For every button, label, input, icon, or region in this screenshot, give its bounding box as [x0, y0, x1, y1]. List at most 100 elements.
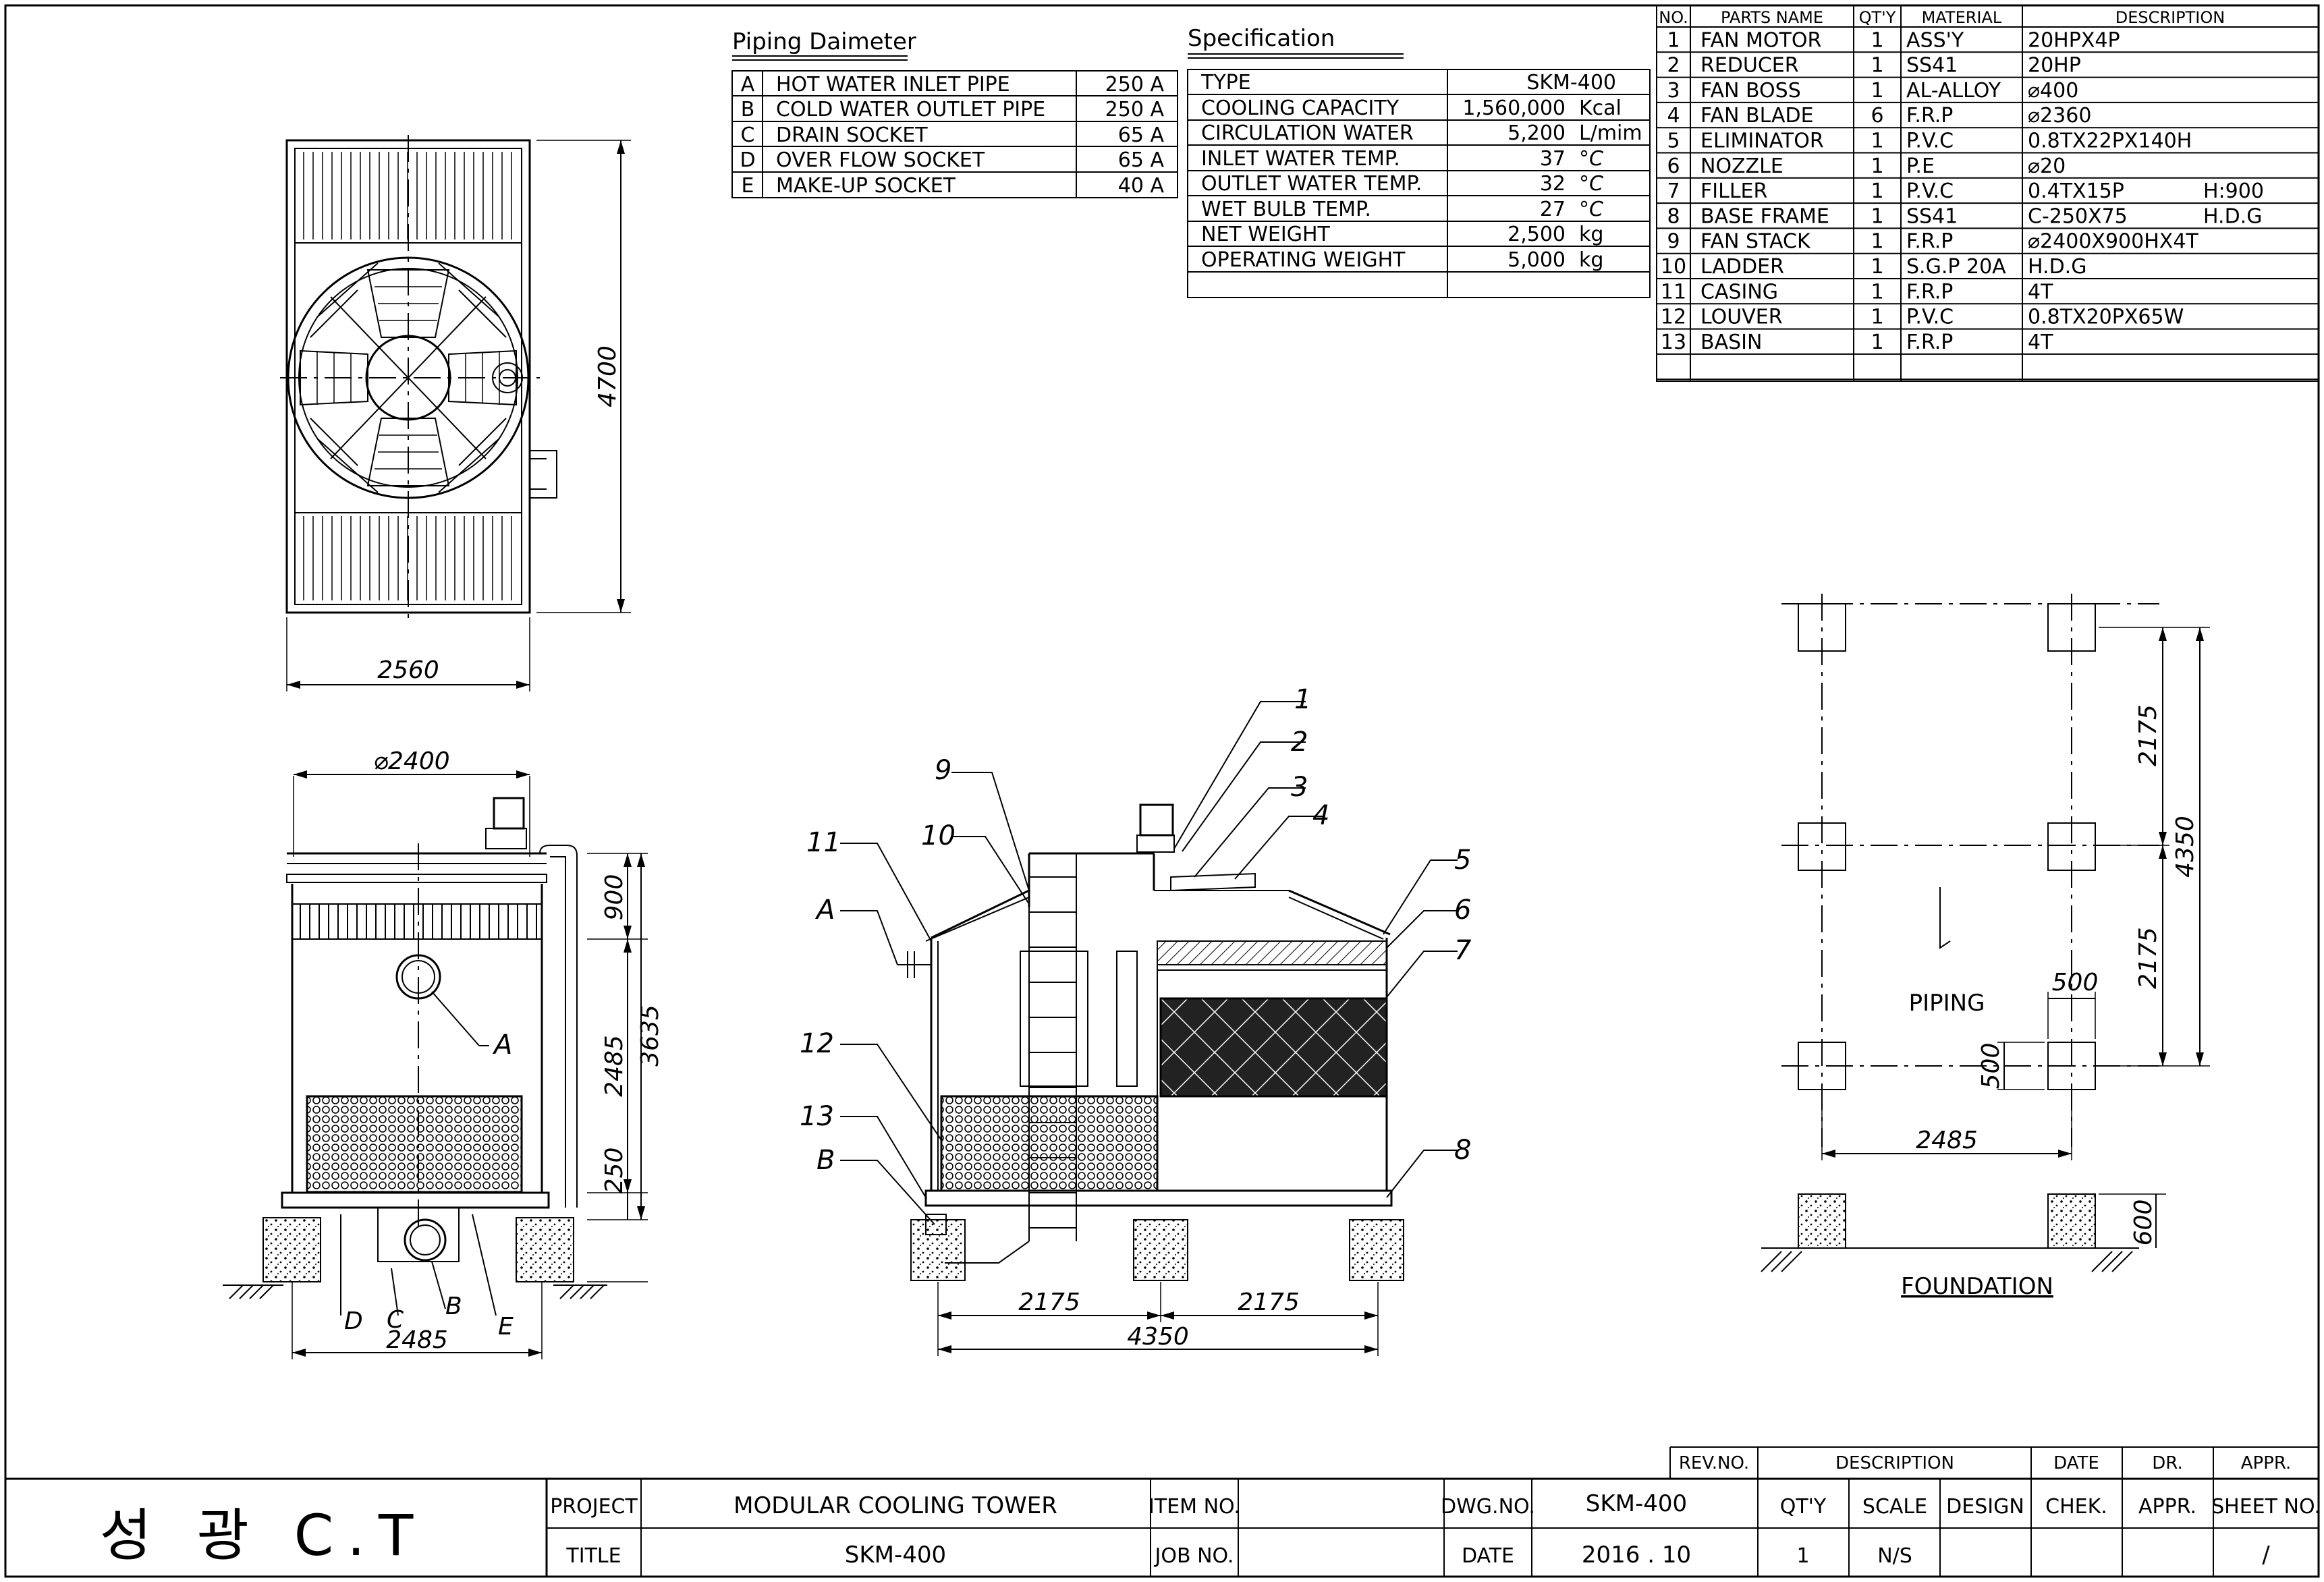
- part-desc: 0.8TX20PX65W: [2028, 306, 2184, 329]
- rev-dr-label: DR.: [2152, 1453, 2182, 1473]
- part-desc: ⌀2360: [2028, 104, 2091, 128]
- part-material: P.E: [1906, 154, 1935, 178]
- part-name: FAN MOTOR: [1700, 28, 1821, 52]
- spec-unit: kg: [1579, 223, 1603, 246]
- rev-date-label: DATE: [2053, 1453, 2099, 1473]
- dim-fnd-600: 600: [2130, 1199, 2157, 1246]
- part-qty: 1: [1871, 54, 1883, 78]
- part-desc: 4T: [2028, 331, 2053, 354]
- title-block: 성 광 C.T REV.NO. DESCRIPTION DATE DR. APP…: [5, 1446, 2321, 1577]
- part-no: 2: [1667, 54, 1680, 78]
- spec-value: 27: [1540, 198, 1566, 221]
- part-qty: 1: [1871, 280, 1883, 304]
- part-material: F.R.P: [1906, 230, 1953, 254]
- dim-front-2485v: 2485: [601, 1035, 628, 1097]
- company-logo: 성 광 C.T: [100, 1502, 427, 1569]
- parts-header-name: PARTS NAME: [1721, 8, 1823, 27]
- part-qty: 1: [1871, 306, 1883, 329]
- part-name: CASING: [1700, 280, 1778, 304]
- parts-header-desc: DESCRIPTION: [2115, 8, 2225, 27]
- part-material: AL-ALLOY: [1906, 79, 2001, 103]
- part-no: 4: [1667, 104, 1680, 128]
- part-desc: 20HP: [2028, 54, 2081, 78]
- dim-fnd-2175b: 2175: [2134, 927, 2162, 989]
- callout-11: 11: [806, 827, 841, 858]
- part-qty: 1: [1871, 130, 1883, 153]
- part-material: P.V.C: [1906, 306, 1954, 329]
- sheet-no-label: SHEET NO.: [2211, 1495, 2321, 1519]
- part-desc: 20HPX4P: [2028, 28, 2120, 52]
- part-material: F.R.P: [1906, 280, 1953, 304]
- part-name: BASE FRAME: [1700, 204, 1829, 228]
- piping-code: D: [740, 148, 755, 172]
- part-name: FILLER: [1700, 179, 1767, 203]
- spec-unit: L/mim: [1579, 121, 1642, 145]
- parts-header-qty: QT'Y: [1859, 8, 1896, 27]
- callout-6: 6: [1454, 895, 1471, 926]
- piping-code: C: [741, 123, 755, 147]
- spec-unit: °C: [1579, 172, 1603, 196]
- dim-top-height: 4700: [594, 345, 621, 407]
- part-name: LOUVER: [1700, 306, 1783, 329]
- label-front-B: B: [445, 1293, 462, 1320]
- piping-code: B: [741, 98, 755, 121]
- spec-value: 1,560,000: [1462, 96, 1566, 120]
- sheet-border: [4, 4, 2320, 1578]
- spec-label: OUTLET WATER TEMP.: [1201, 172, 1422, 196]
- spec-value: 2,500: [1507, 223, 1566, 246]
- piping-note: PIPING: [1909, 990, 1985, 1017]
- foundation-title: FOUNDATION: [1901, 1273, 2053, 1300]
- piping-name: DRAIN SOCKET: [776, 123, 928, 147]
- spec-label: CIRCULATION WATER: [1201, 121, 1414, 145]
- callout-12: 12: [800, 1028, 834, 1059]
- part-qty: 1: [1871, 255, 1883, 279]
- dim-fnd-500a: 500: [2052, 969, 2099, 996]
- spec-value: 5,000: [1507, 248, 1566, 272]
- spec-label: WET BULB TEMP.: [1201, 198, 1371, 221]
- dim-fnd-500b: 500: [1977, 1043, 2005, 1090]
- callout-13: 13: [800, 1101, 834, 1132]
- dwg-no-label: DWG.NO.: [1441, 1495, 1535, 1519]
- callout-3: 3: [1291, 772, 1308, 803]
- spec-label: NET WEIGHT: [1201, 223, 1331, 246]
- top-view: 2560 4700: [280, 135, 631, 691]
- part-desc: ⌀2400X900HX4T: [2028, 230, 2198, 254]
- part-name: NOZZLE: [1700, 154, 1783, 178]
- part-desc: H.D.G: [2028, 255, 2086, 279]
- part-desc: 0.4TX15P: [2028, 179, 2124, 203]
- spec-unit: Kcal: [1579, 96, 1622, 120]
- part-desc-extra: H:900: [2203, 179, 2264, 203]
- front-view: ⌀2400 A: [223, 747, 664, 1359]
- part-desc: ⌀400: [2028, 79, 2078, 103]
- spec-unit: °C: [1579, 198, 1603, 221]
- spec-value: SKM-400: [1526, 71, 1616, 94]
- part-qty: 1: [1871, 79, 1883, 103]
- part-material: S.G.P 20A: [1906, 255, 2006, 279]
- project-name: MODULAR COOLING TOWER: [734, 1492, 1057, 1519]
- part-no: 12: [1661, 306, 1686, 329]
- scale-value: N/S: [1877, 1544, 1912, 1568]
- dim-front-dia: ⌀2400: [373, 747, 449, 775]
- label-front-A: A: [492, 1029, 512, 1061]
- dim-fnd-2175a: 2175: [2134, 704, 2162, 766]
- part-material: SS41: [1906, 204, 1958, 228]
- part-no: 5: [1667, 130, 1680, 153]
- part-material: F.R.P: [1906, 104, 1953, 128]
- spec-label: OPERATING WEIGHT: [1201, 248, 1406, 272]
- part-name: BASIN: [1700, 331, 1762, 354]
- dim-top-width: 2560: [377, 656, 439, 684]
- part-name: LADDER: [1700, 255, 1784, 279]
- part-name: ELIMINATOR: [1700, 130, 1824, 153]
- part-desc-extra: H.D.G: [2203, 204, 2262, 228]
- spec-label: INLET WATER TEMP.: [1201, 147, 1400, 171]
- dim-front-900: 900: [601, 874, 628, 921]
- callout-A: A: [814, 895, 835, 926]
- part-qty: 1: [1871, 331, 1883, 354]
- piping-name: MAKE-UP SOCKET: [776, 174, 956, 198]
- spec-unit: °C: [1579, 147, 1603, 171]
- spec-title: Specification: [1188, 25, 1335, 52]
- dim-front-250: 250: [601, 1148, 628, 1194]
- part-qty: 1: [1871, 28, 1883, 52]
- parts-header-material: MATERIAL: [1922, 8, 2002, 27]
